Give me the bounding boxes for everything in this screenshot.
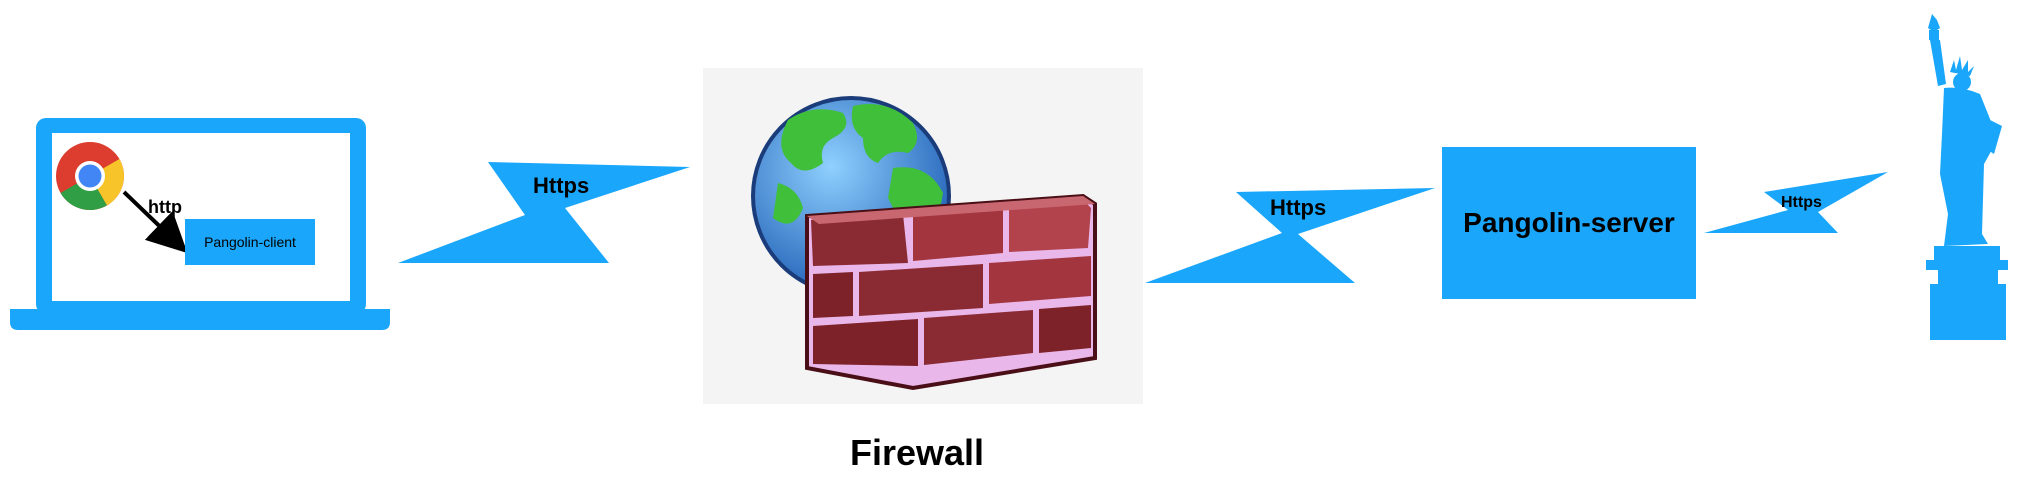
- https-label-2: Https: [1270, 195, 1327, 220]
- pangolin-server-box: Pangolin-server: [1442, 147, 1696, 299]
- firewall-label: Firewall: [850, 432, 985, 473]
- brick-wall-icon: [805, 193, 1097, 391]
- pangolin-server-label: Pangolin-server: [1463, 207, 1675, 238]
- pangolin-client-box: Pangolin-client: [185, 219, 315, 265]
- http-label: http: [148, 197, 182, 217]
- https-label-3: Https: [1781, 194, 1822, 211]
- statue-of-liberty-icon: [1926, 14, 2008, 340]
- pangolin-client-label: Pangolin-client: [204, 234, 296, 250]
- chrome-browser-icon: [56, 142, 124, 210]
- https-label-1: Https: [533, 173, 590, 198]
